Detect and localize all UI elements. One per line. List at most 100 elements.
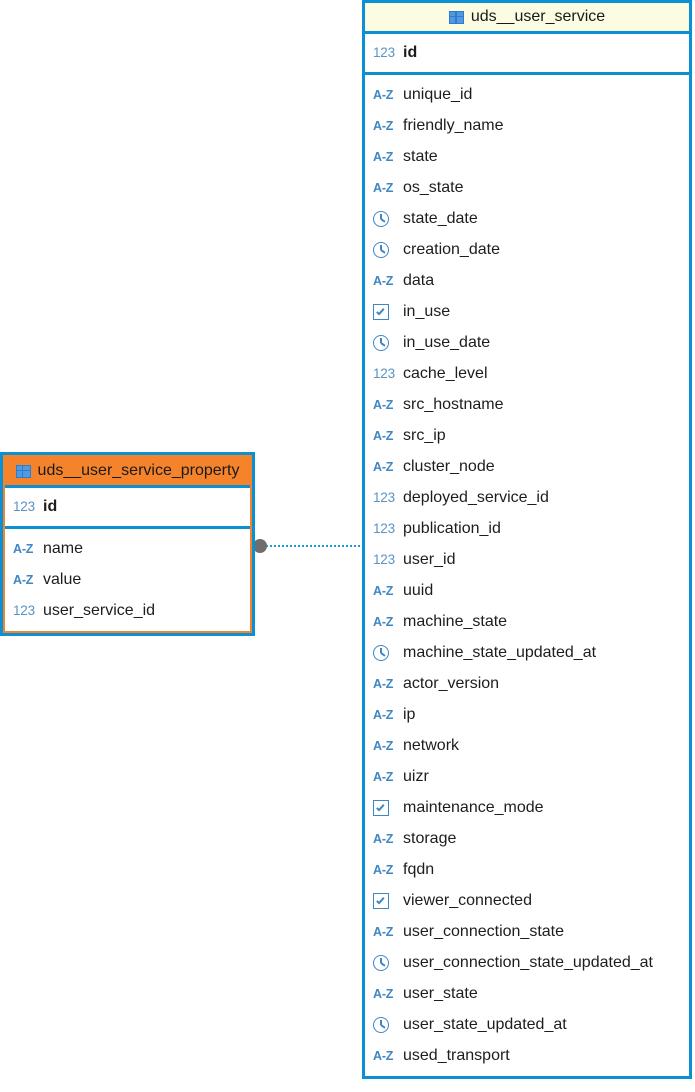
- number-type-icon: 123: [13, 603, 35, 618]
- field-row-id[interactable]: 123 id: [365, 37, 689, 68]
- field-name: value: [43, 570, 82, 588]
- datetime-type-icon: [373, 241, 395, 259]
- clock-icon: [373, 210, 389, 227]
- field-row-viewer-connected[interactable]: viewer_connected: [365, 885, 689, 916]
- datetime-type-icon: [373, 334, 395, 352]
- clock-icon: [373, 1016, 389, 1033]
- field-name: maintenance_mode: [403, 798, 544, 816]
- string-type-icon: A-Z: [373, 1048, 394, 1063]
- field-name: storage: [403, 829, 457, 847]
- datetime-type-icon: [373, 644, 395, 662]
- number-type-icon: 123: [373, 521, 395, 536]
- string-type-icon: A-Z: [13, 541, 34, 556]
- field-row-user-service-id[interactable]: 123 user_service_id: [5, 595, 250, 626]
- field-name: uuid: [403, 581, 434, 599]
- string-type-icon: A-Z: [373, 149, 394, 164]
- field-name: data: [403, 271, 435, 289]
- string-type-icon: A-Z: [373, 738, 394, 753]
- field-name: unique_id: [403, 85, 473, 103]
- field-row-cluster-node[interactable]: A-Z cluster_node: [365, 451, 689, 482]
- field-name: used_transport: [403, 1046, 510, 1064]
- string-type-icon: A-Z: [373, 180, 394, 195]
- field-name: in_use: [403, 302, 451, 320]
- boolean-type-icon: [373, 892, 395, 910]
- field-name: src_ip: [403, 426, 446, 444]
- field-name: machine_state: [403, 612, 508, 630]
- field-row-value[interactable]: A-Z value: [5, 564, 250, 595]
- field-row-in-use-date[interactable]: in_use_date: [365, 327, 689, 358]
- field-row-user-state-updated-at[interactable]: user_state_updated_at: [365, 1009, 689, 1040]
- field-row-state[interactable]: A-Z state: [365, 141, 689, 172]
- string-type-icon: A-Z: [373, 614, 394, 629]
- string-type-icon: A-Z: [373, 831, 394, 846]
- field-row-id[interactable]: 123 id: [5, 491, 250, 522]
- field-name: user_id: [403, 550, 456, 568]
- field-row-user-connection-state-updated-at[interactable]: user_connection_state_updated_at: [365, 947, 689, 978]
- string-type-icon: A-Z: [373, 459, 394, 474]
- boolean-type-icon: [373, 303, 395, 321]
- fields-section: A-Z name A-Z value 123 user_service_id: [5, 529, 250, 631]
- field-name: cluster_node: [403, 457, 495, 475]
- field-row-name[interactable]: A-Z name: [5, 533, 250, 564]
- table-grid-icon: [15, 464, 31, 478]
- clock-icon: [373, 644, 389, 661]
- string-type-icon: A-Z: [373, 583, 394, 598]
- field-row-state-date[interactable]: state_date: [365, 203, 689, 234]
- field-row-storage[interactable]: A-Z storage: [365, 823, 689, 854]
- field-row-maintenance-mode[interactable]: maintenance_mode: [365, 792, 689, 823]
- field-name: actor_version: [403, 674, 500, 692]
- entity-header-uds-user-service[interactable]: uds__user_service: [365, 3, 689, 34]
- field-row-in-use[interactable]: in_use: [365, 296, 689, 327]
- field-row-uuid[interactable]: A-Z uuid: [365, 575, 689, 606]
- field-name: user_connection_state: [403, 922, 564, 940]
- entity-uds-user-service-property[interactable]: uds__user_service_property 123 id A-Z na…: [0, 452, 255, 636]
- field-name: in_use_date: [403, 333, 491, 351]
- field-row-machine-state-updated-at[interactable]: machine_state_updated_at: [365, 637, 689, 668]
- field-row-creation-date[interactable]: creation_date: [365, 234, 689, 265]
- field-name: user_service_id: [43, 601, 156, 619]
- string-type-icon: A-Z: [373, 428, 394, 443]
- clock-icon: [373, 241, 389, 258]
- field-name: friendly_name: [403, 116, 504, 134]
- field-row-machine-state[interactable]: A-Z machine_state: [365, 606, 689, 637]
- datetime-type-icon: [373, 210, 395, 228]
- clock-icon: [373, 954, 389, 971]
- field-name: viewer_connected: [403, 891, 532, 909]
- field-name: creation_date: [403, 240, 500, 258]
- clock-icon: [373, 334, 389, 351]
- datetime-type-icon: [373, 1016, 395, 1034]
- string-type-icon: A-Z: [373, 769, 394, 784]
- field-row-src-ip[interactable]: A-Z src_ip: [365, 420, 689, 451]
- field-name: user_state: [403, 984, 478, 1002]
- field-name: user_connection_state_updated_at: [403, 953, 653, 971]
- field-name: state: [403, 147, 438, 165]
- field-row-network[interactable]: A-Z network: [365, 730, 689, 761]
- field-row-used-transport[interactable]: A-Z used_transport: [365, 1040, 689, 1071]
- relationship-endpoint-dot[interactable]: [253, 539, 267, 553]
- string-type-icon: A-Z: [373, 862, 394, 877]
- entity-header-uds-user-service-property[interactable]: uds__user_service_property: [5, 457, 250, 488]
- checkbox-icon: [373, 799, 389, 816]
- table-grid-icon: [448, 10, 464, 24]
- field-name: network: [403, 736, 460, 754]
- relationship-line[interactable]: [262, 545, 364, 547]
- field-name: id: [43, 497, 58, 515]
- field-name: id: [403, 43, 418, 61]
